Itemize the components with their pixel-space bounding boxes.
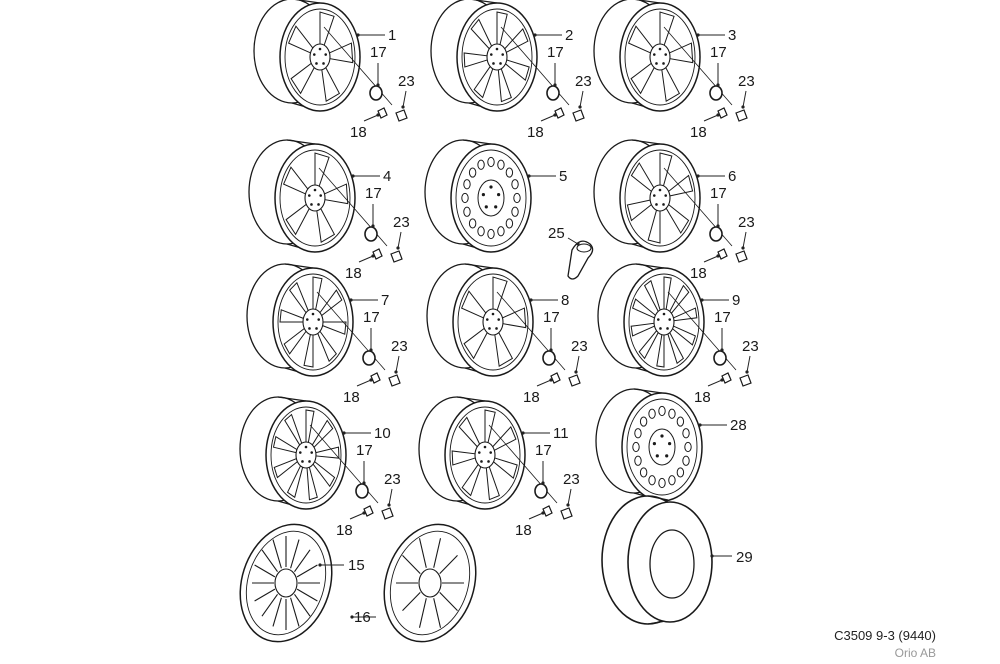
ring-part-17 <box>362 350 376 366</box>
wheel-ref-label-10: 10 <box>374 425 391 442</box>
cap-nut-part-23 <box>388 374 401 387</box>
ref-17-label-6: 17 <box>710 185 727 202</box>
wheel-ref-label-2: 2 <box>565 27 573 44</box>
ring-part-17 <box>364 226 378 242</box>
wheel-7: 717 23 18 <box>246 263 408 406</box>
wheel-ref-label-11: 11 <box>553 425 569 442</box>
ref-17-label-11: 17 <box>535 442 552 459</box>
ref-17-label-9: 17 <box>714 309 731 326</box>
ref-18-label-2: 18 <box>527 124 544 141</box>
ref-18-label-8: 18 <box>523 389 540 406</box>
ref-18-label-4: 18 <box>345 265 362 282</box>
bolt-part-18 <box>377 107 388 119</box>
cap-nut-part-23 <box>739 374 752 387</box>
cap-nut-part-23 <box>560 507 573 520</box>
cap-nut-part-23 <box>390 250 403 263</box>
bolt-part-18 <box>550 372 561 384</box>
ref-23-label-4: 23 <box>393 214 410 231</box>
ref-17-label-3: 17 <box>710 44 727 61</box>
ref-17-label-10: 17 <box>356 442 373 459</box>
valve-part-25: 25 <box>548 225 594 280</box>
ring-part-17 <box>709 85 723 101</box>
ring-part-17 <box>546 85 560 101</box>
ref-17-label-8: 17 <box>543 309 560 326</box>
ref-23-label-2: 23 <box>575 73 592 90</box>
wheel-28: 28 <box>595 388 747 502</box>
ring-part-17 <box>542 350 556 366</box>
tyre-part-29: 29 <box>601 495 753 625</box>
ring-part-17 <box>369 85 383 101</box>
ref-17-label-7: 17 <box>363 309 380 326</box>
ref-23-label-3: 23 <box>738 73 755 90</box>
ref-17-label-4: 17 <box>365 185 382 202</box>
ring-part-17 <box>713 350 727 366</box>
wheel-8: 817 23 18 <box>426 263 588 406</box>
cap-nut-part-23 <box>381 507 394 520</box>
wheel-ref-label-7: 7 <box>381 292 389 309</box>
ref-23-label-10: 23 <box>384 471 401 488</box>
bolt-part-18 <box>554 107 565 119</box>
ref-23-label-7: 23 <box>391 338 408 355</box>
valve-ref-label: 25 <box>548 225 565 242</box>
wheel-ref-label-1: 1 <box>388 27 396 44</box>
ref-17-label-1: 17 <box>370 44 387 61</box>
hubcap-15: 15 <box>239 523 365 643</box>
ref-18-label-9: 18 <box>694 389 711 406</box>
wheel-2: 217 23 18 <box>430 0 592 141</box>
hubcap-ref-label-16: 16 <box>354 609 371 626</box>
cap-nut-part-23 <box>735 109 748 122</box>
bolt-part-18 <box>542 505 553 517</box>
ref-18-label-11: 18 <box>515 522 532 539</box>
ref-18-label-10: 18 <box>336 522 353 539</box>
ref-23-label-9: 23 <box>742 338 759 355</box>
wheel-ref-label-5: 5 <box>559 168 567 185</box>
bolt-part-18 <box>370 372 381 384</box>
cap-nut-part-23 <box>395 109 408 122</box>
ref-17-label-2: 17 <box>547 44 564 61</box>
ref-18-label-7: 18 <box>343 389 360 406</box>
wheel-6: 617 23 18 <box>593 139 755 282</box>
bolt-part-18 <box>372 248 383 260</box>
wheel-ref-label-8: 8 <box>561 292 569 309</box>
diagram-code: C3509 9-3 (9440) <box>834 628 936 643</box>
ring-part-17 <box>355 483 369 499</box>
wheel-3: 317 23 18 <box>593 0 755 141</box>
wheel-4: 417 23 18 <box>248 139 410 282</box>
bolt-part-18 <box>721 372 732 384</box>
ref-23-label-8: 23 <box>571 338 588 355</box>
wheel-ref-label-6: 6 <box>728 168 736 185</box>
tyre-ref-label: 29 <box>736 549 753 566</box>
cap-nut-part-23 <box>572 109 585 122</box>
copyright-text: Orio AB <box>894 646 936 660</box>
ref-23-label-11: 23 <box>563 471 580 488</box>
wheel-ref-label-3: 3 <box>728 27 736 44</box>
bolt-part-18 <box>717 248 728 260</box>
bolt-part-18 <box>717 107 728 119</box>
ref-23-label-1: 23 <box>398 73 415 90</box>
cap-nut-part-23 <box>568 374 581 387</box>
wheel-9: 917 23 18 <box>597 263 759 406</box>
wheel-ref-label-4: 4 <box>383 168 391 185</box>
hubcap-ref-label-15: 15 <box>348 557 365 574</box>
ring-part-17 <box>534 483 548 499</box>
ref-23-label-6: 23 <box>738 214 755 231</box>
wheel-1: 117 23 18 <box>253 0 415 141</box>
wheel-5: 5 <box>424 139 567 253</box>
wheel-ref-label-9: 9 <box>732 292 740 309</box>
hubcap-16: 16 <box>350 523 477 643</box>
ref-18-label-1: 18 <box>350 124 367 141</box>
ref-18-label-6: 18 <box>690 265 707 282</box>
bolt-part-18 <box>363 505 374 517</box>
ref-18-label-3: 18 <box>690 124 707 141</box>
wheel-ref-label-28: 28 <box>730 417 747 434</box>
ring-part-17 <box>709 226 723 242</box>
cap-nut-part-23 <box>735 250 748 263</box>
